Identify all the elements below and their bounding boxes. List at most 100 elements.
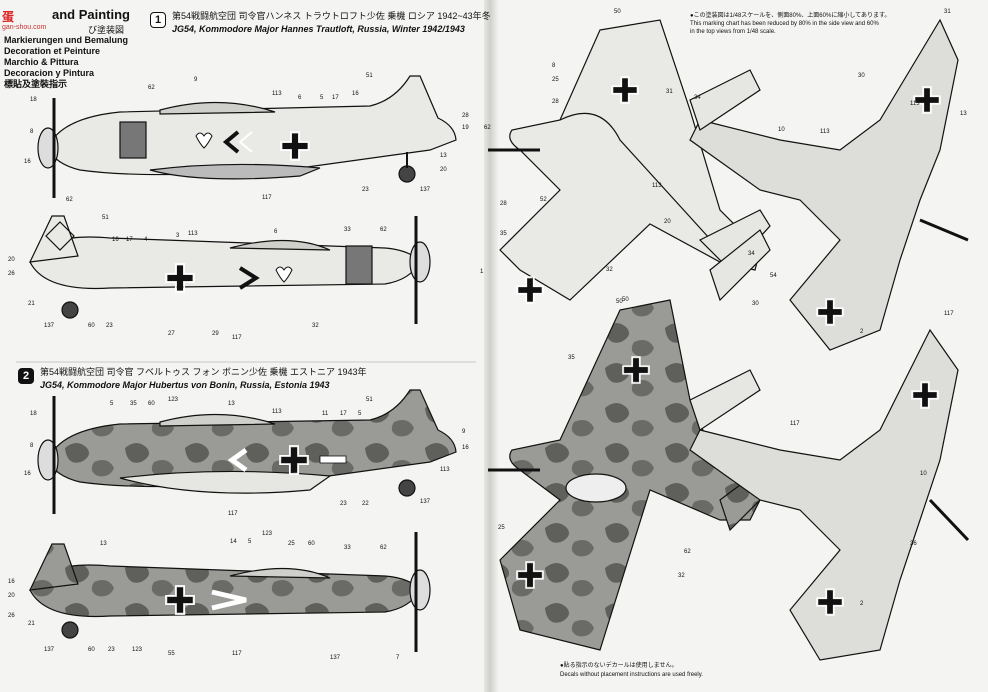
callout-number: 137 <box>44 323 55 329</box>
callout-number: 51 <box>366 73 373 79</box>
callout-number: 30 <box>752 301 759 307</box>
callout-number: 113 <box>652 183 662 189</box>
callout-number: 137 <box>420 187 431 193</box>
callout-number: 25 <box>552 77 559 83</box>
callout-number: 3 <box>176 233 180 239</box>
scheme2-under-view <box>689 328 970 661</box>
callout-number: 17 <box>332 95 339 101</box>
callout-number: 18 <box>30 97 37 103</box>
scheme1-title-jp: 第54戦闘航空団 司令官ハンネス トラウトロフト少佐 乗機 ロシア 1942~4… <box>172 11 491 21</box>
callout-number: 27 <box>168 331 175 337</box>
callout-number: 16 <box>24 159 31 165</box>
callout-number: 31 <box>944 9 951 15</box>
callout-number: 17 <box>340 411 347 417</box>
callout-number: 14 <box>230 539 237 545</box>
scheme1-side-left <box>37 75 457 198</box>
callout-number: 20 <box>8 257 15 263</box>
callout-number: 117 <box>232 651 242 657</box>
callout-number: 5 <box>358 411 362 417</box>
callout-number: 6 <box>298 95 302 101</box>
callout-number: 62 <box>380 545 387 551</box>
callout-number: 50 <box>614 9 621 15</box>
callout-number: 19 <box>462 125 469 131</box>
callout-number: 60 <box>308 541 315 547</box>
scale-note-jp: ●この塗装図は1/48スケールを、側面80%、上面60%に縮小してあります。 <box>690 13 891 19</box>
callout-number: 29 <box>212 331 219 337</box>
callout-number: 7 <box>396 655 400 661</box>
callout-number: 22 <box>362 501 369 507</box>
callout-number: 123 <box>132 647 143 653</box>
scale-note-en-1: This marking chart has been reduced by 8… <box>690 21 879 27</box>
scheme1-side-right <box>28 215 431 324</box>
callout-number: 113 <box>272 409 282 415</box>
callout-number: 8 <box>30 443 34 449</box>
callout-number: 13 <box>960 111 967 117</box>
callout-number: 26 <box>8 271 15 277</box>
scheme2-side-right <box>28 532 431 652</box>
callout-number: 62 <box>380 227 387 233</box>
callout-number: 113 <box>188 231 198 237</box>
scheme2-side-left <box>37 389 457 514</box>
callout-number: 13 <box>228 401 235 407</box>
callout-number: 9 <box>194 77 198 83</box>
callout-number: 17 <box>126 237 133 243</box>
callout-number: 23 <box>340 501 347 507</box>
scheme1-under-view <box>689 18 969 351</box>
callout-number: 2 <box>860 329 864 335</box>
callout-number: 60 <box>148 401 155 407</box>
callout-number: 20 <box>440 167 447 173</box>
callout-number: 32 <box>678 573 685 579</box>
callout-number: 26 <box>8 613 15 619</box>
callout-number: 33 <box>344 227 351 233</box>
footer-note-jp: ●貼る指示のないデカールは使用しません。 <box>560 663 678 669</box>
callout-number: 16 <box>24 471 31 477</box>
callout-number: 62 <box>66 197 73 203</box>
callout-number: 62 <box>484 125 491 131</box>
scheme2-title-en: JG54, Kommodore Major Hubertus von Bonin… <box>40 380 330 390</box>
callout-number: 34 <box>748 251 755 257</box>
callout-number: 36 <box>910 541 917 547</box>
callout-number: 10 <box>920 471 927 477</box>
callout-number: 52 <box>540 197 547 203</box>
header-line-de: Markierungen und Bemalung <box>4 35 129 45</box>
callout-number: 117 <box>228 511 238 517</box>
callout-number: 8 <box>30 129 34 135</box>
callout-number: 28 <box>462 113 469 119</box>
callout-number: 5 <box>320 95 324 101</box>
scheme-number-badge: 1 <box>150 12 166 28</box>
callout-number: 16 <box>352 91 359 97</box>
scheme1-title-en: JG54, Kommodore Major Hannes Trautloft, … <box>172 24 465 34</box>
callout-number: 117 <box>232 335 242 341</box>
watermark-logo: 蛋 <box>2 10 16 24</box>
callout-number: 1 <box>480 269 484 275</box>
callout-number: 55 <box>168 651 175 657</box>
header-line-fr: Decoration et Peinture <box>4 46 101 56</box>
callout-number: 35 <box>568 355 575 361</box>
callout-number: 16 <box>8 579 15 585</box>
callout-number: 8 <box>552 63 556 69</box>
callout-number: 117 <box>262 195 272 201</box>
scheme-number-badge: 2 <box>18 368 34 384</box>
callout-number: 4 <box>144 237 148 243</box>
callout-number: 117 <box>790 421 800 427</box>
page-fold <box>484 0 498 692</box>
callout-number: 113 <box>820 129 830 135</box>
callout-number: 23 <box>362 187 369 193</box>
callout-number: 32 <box>312 323 319 329</box>
callout-number: 123 <box>168 397 179 403</box>
callout-number: 123 <box>262 531 273 537</box>
callout-number: 54 <box>770 273 777 279</box>
callout-number: 35 <box>130 401 137 407</box>
callout-number: 23 <box>108 647 115 653</box>
callout-number: 25 <box>498 525 505 531</box>
callout-number: 34 <box>694 95 701 101</box>
callout-number: 137 <box>44 647 55 653</box>
header-legend-jp: び塗装図 <box>88 25 125 35</box>
header-title: and Painting <box>52 7 130 22</box>
callout-number: 113 <box>272 91 282 97</box>
callout-number: 51 <box>366 397 373 403</box>
callout-number: 10 <box>778 127 785 133</box>
callout-number: 11 <box>322 411 329 417</box>
